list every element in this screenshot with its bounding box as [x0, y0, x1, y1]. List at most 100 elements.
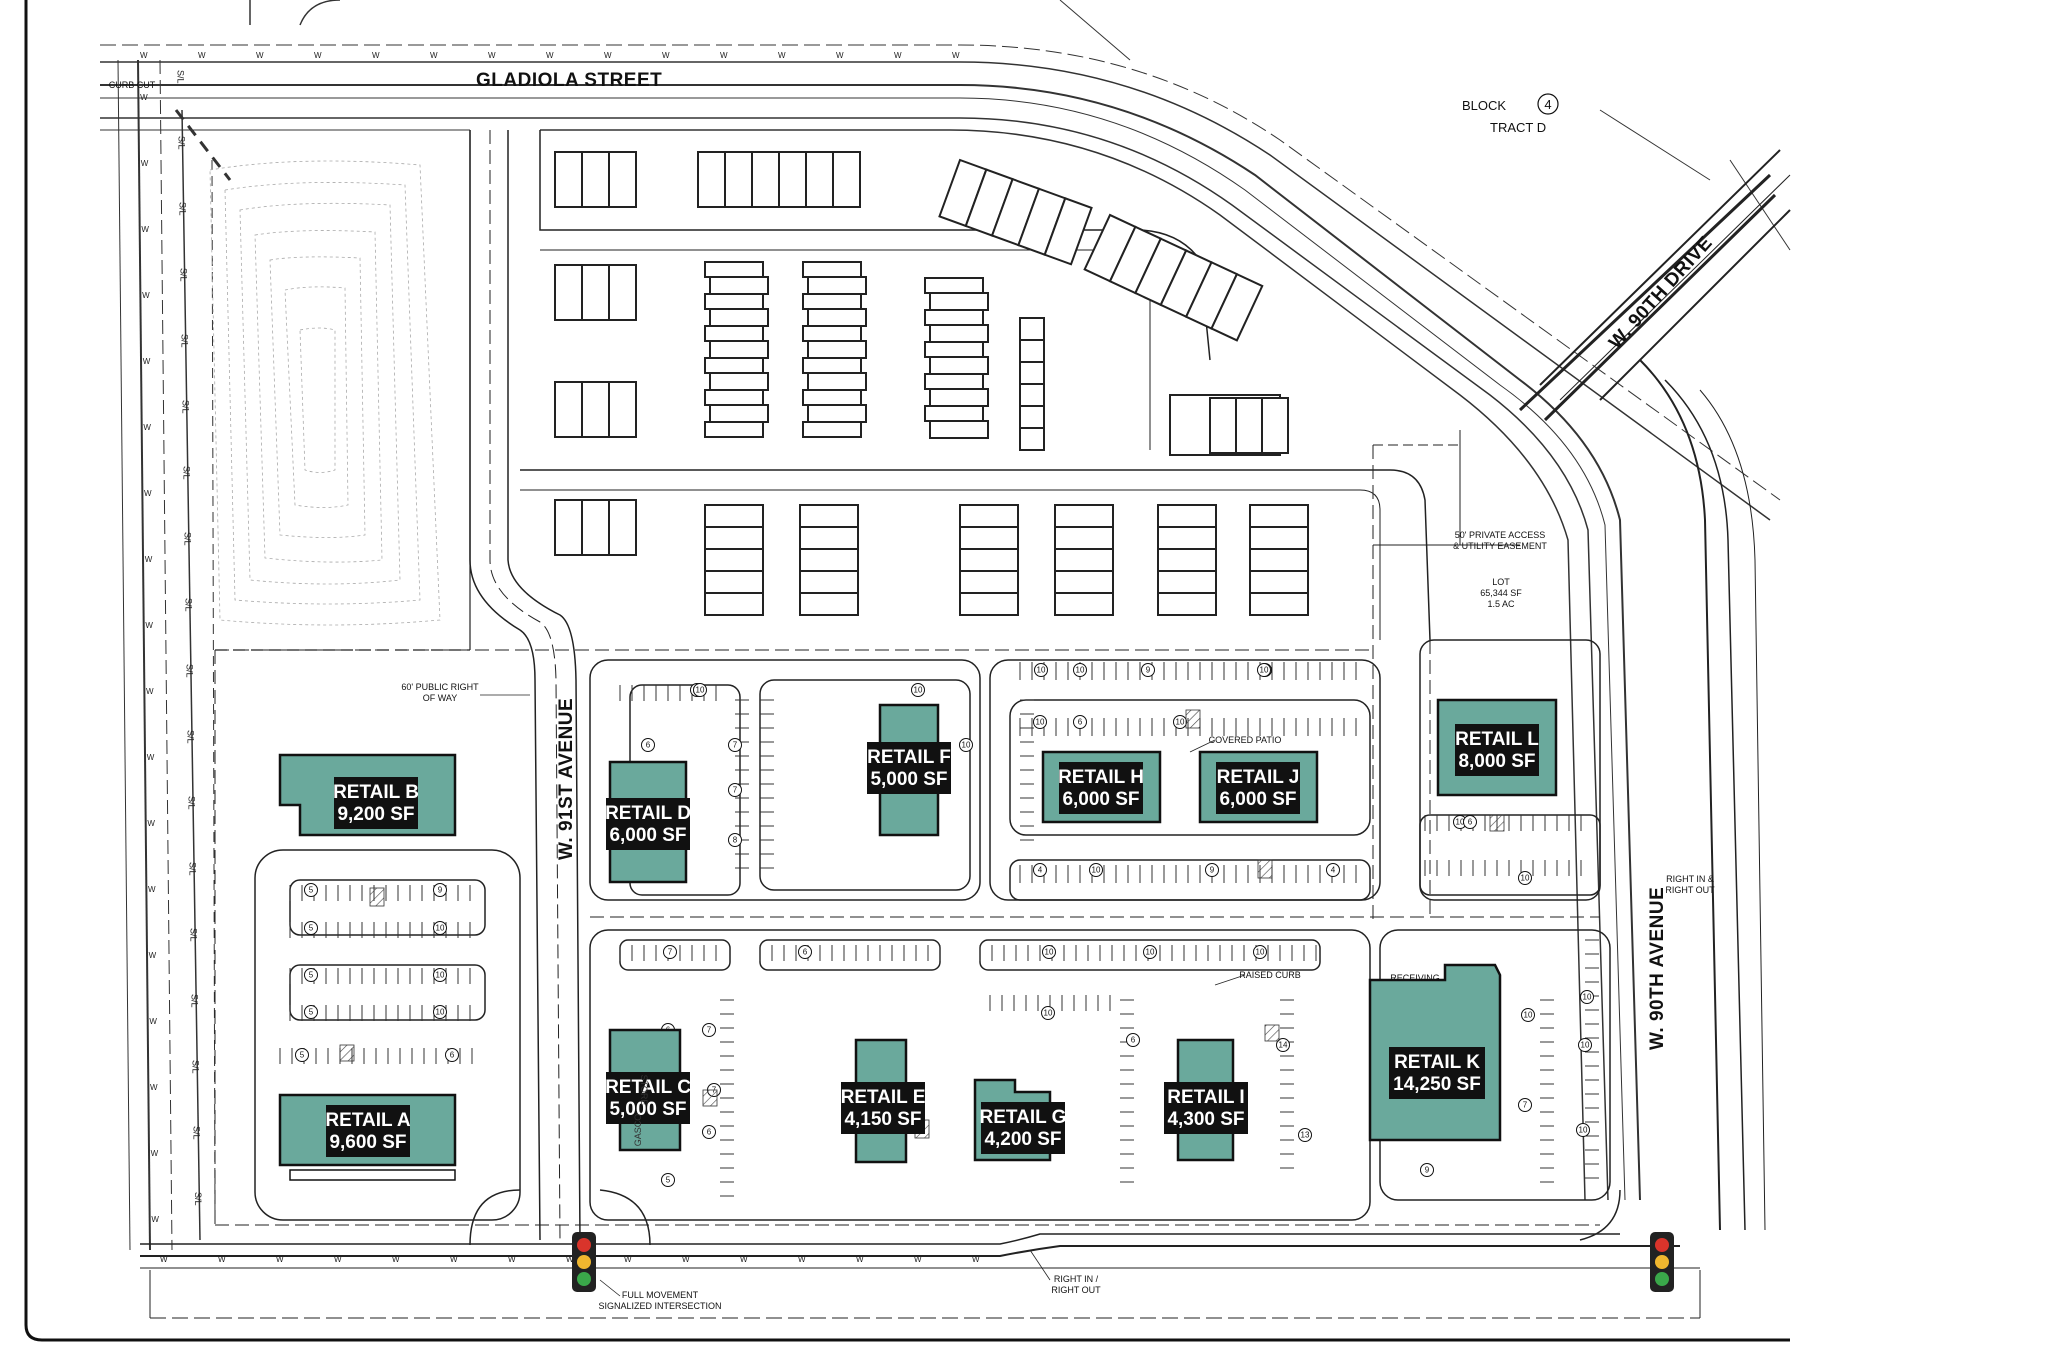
- townhome-unit: [581, 264, 610, 321]
- parking-count: 9: [1205, 863, 1219, 877]
- townhome-unit: [929, 292, 989, 311]
- riro-south-leader: [1029, 1249, 1051, 1281]
- townhome-unit: [924, 309, 984, 326]
- retail-area: 8,000 SF: [1458, 751, 1535, 772]
- retail-area: 6,000 SF: [1219, 789, 1296, 810]
- detention-pond-contours: [209, 160, 441, 626]
- south-road: [140, 1233, 1701, 1319]
- parking-count: 10: [433, 921, 447, 935]
- water-label: W: [149, 951, 157, 960]
- townhome-unit: [924, 277, 984, 294]
- parking-count: 10: [1257, 663, 1271, 677]
- service-line-label: S/L: [190, 994, 200, 1008]
- svg-text:10: 10: [1456, 818, 1465, 827]
- traffic-signal-icon: [1650, 1232, 1674, 1292]
- retail-label-k: RETAIL K14,250 SF: [1389, 1047, 1485, 1099]
- water-label: W: [682, 1255, 690, 1264]
- parking-count: 10: [693, 683, 707, 697]
- parking-count: 7: [728, 783, 742, 797]
- svg-text:9: 9: [1210, 866, 1215, 875]
- water-label: W: [145, 621, 153, 630]
- water-label: W: [430, 51, 438, 60]
- service-line-label: S/L: [191, 1060, 201, 1074]
- townhome-diagonal-group-1: [938, 158, 1093, 266]
- parking-count: 7: [1518, 1098, 1532, 1112]
- parking-count: 10: [1521, 1008, 1535, 1022]
- retail-area: 5,000 SF: [870, 769, 947, 790]
- svg-text:10: 10: [1256, 948, 1265, 957]
- service-line-label: S/L: [192, 1126, 202, 1140]
- townhome-unit: [799, 570, 859, 594]
- entry-flares: [469, 1189, 1621, 1246]
- water-label: W: [142, 291, 150, 300]
- retail-a-loading: [289, 1169, 456, 1181]
- svg-text:7: 7: [668, 948, 673, 957]
- water-label: W: [140, 51, 148, 60]
- parking-count: 10: [1576, 1123, 1590, 1137]
- residential-townhomes: [554, 151, 1309, 616]
- townhome-unit: [1261, 397, 1289, 454]
- parking-count: 10: [959, 738, 973, 752]
- water-label: W: [334, 1255, 342, 1264]
- water-label: W: [488, 51, 496, 60]
- parking-count: 10: [433, 1005, 447, 1019]
- parking-count: 5: [304, 883, 318, 897]
- townhome-unit: [554, 151, 583, 208]
- townhome-unit: [1209, 397, 1237, 454]
- parking-count: 9: [1141, 663, 1155, 677]
- svg-text:10: 10: [1579, 1126, 1588, 1135]
- water-label: W: [952, 51, 960, 60]
- svg-text:5: 5: [666, 1176, 671, 1185]
- water-label: W: [143, 423, 151, 432]
- parking-count: 6: [1073, 715, 1087, 729]
- townhome-unit: [581, 381, 610, 438]
- townhome-unit: [709, 372, 769, 391]
- svg-text:5: 5: [309, 1008, 314, 1017]
- w-91st-avenue-label: W. 91ST AVENUE: [556, 698, 577, 860]
- water-label: W: [508, 1255, 516, 1264]
- parking-count: 5: [304, 1005, 318, 1019]
- gladiola-street-road: [100, 0, 1791, 1201]
- svg-text:7: 7: [1523, 1101, 1528, 1110]
- townhome-unit: [709, 404, 769, 423]
- svg-text:4: 4: [1038, 866, 1043, 875]
- svg-text:5: 5: [300, 1051, 305, 1060]
- svg-text:6: 6: [803, 948, 808, 957]
- townhome-unit: [704, 526, 764, 550]
- townhome-unit: [1249, 548, 1309, 572]
- townhome-unit: [929, 324, 989, 343]
- riro-east-1: RIGHT IN &: [1666, 874, 1714, 884]
- water-label: W: [147, 819, 155, 828]
- sheet-border: [24, 0, 1790, 1342]
- water-label: W: [218, 1255, 226, 1264]
- retail-name: RETAIL I: [1167, 1087, 1244, 1108]
- retail-name: RETAIL D: [605, 803, 691, 824]
- townhome-unit: [1249, 526, 1309, 550]
- w-90th-drive-road: [1518, 149, 1791, 422]
- water-label: W: [143, 357, 151, 366]
- svg-text:6: 6: [1078, 718, 1083, 727]
- townhome-unit: [807, 308, 867, 327]
- retail-label-l: RETAIL L8,000 SF: [1455, 724, 1539, 776]
- retail-name: RETAIL E: [841, 1087, 926, 1108]
- townhome-unit: [554, 499, 583, 556]
- townhome-unit: [924, 341, 984, 358]
- svg-text:6: 6: [707, 1128, 712, 1137]
- water-label: W: [624, 1255, 632, 1264]
- parking-count: 7: [728, 738, 742, 752]
- townhome-unit: [704, 389, 764, 406]
- lot-area-ac: 1.5 AC: [1487, 599, 1515, 609]
- townhome-unit: [704, 261, 764, 278]
- retail-label-d: RETAIL D6,000 SF: [605, 798, 691, 850]
- parking-count: 5: [304, 968, 318, 982]
- svg-text:9: 9: [1425, 1166, 1430, 1175]
- townhome-unit: [802, 357, 862, 374]
- parking-count: 10: [1033, 715, 1047, 729]
- parking-count: 10: [1173, 715, 1187, 729]
- retail-name: RETAIL F: [867, 747, 951, 768]
- townhome-unit: [608, 381, 637, 438]
- water-label: W: [146, 687, 154, 696]
- retail-name: RETAIL B: [333, 782, 419, 803]
- service-line-label: S/L: [186, 730, 196, 744]
- retail-area: 6,000 SF: [609, 825, 686, 846]
